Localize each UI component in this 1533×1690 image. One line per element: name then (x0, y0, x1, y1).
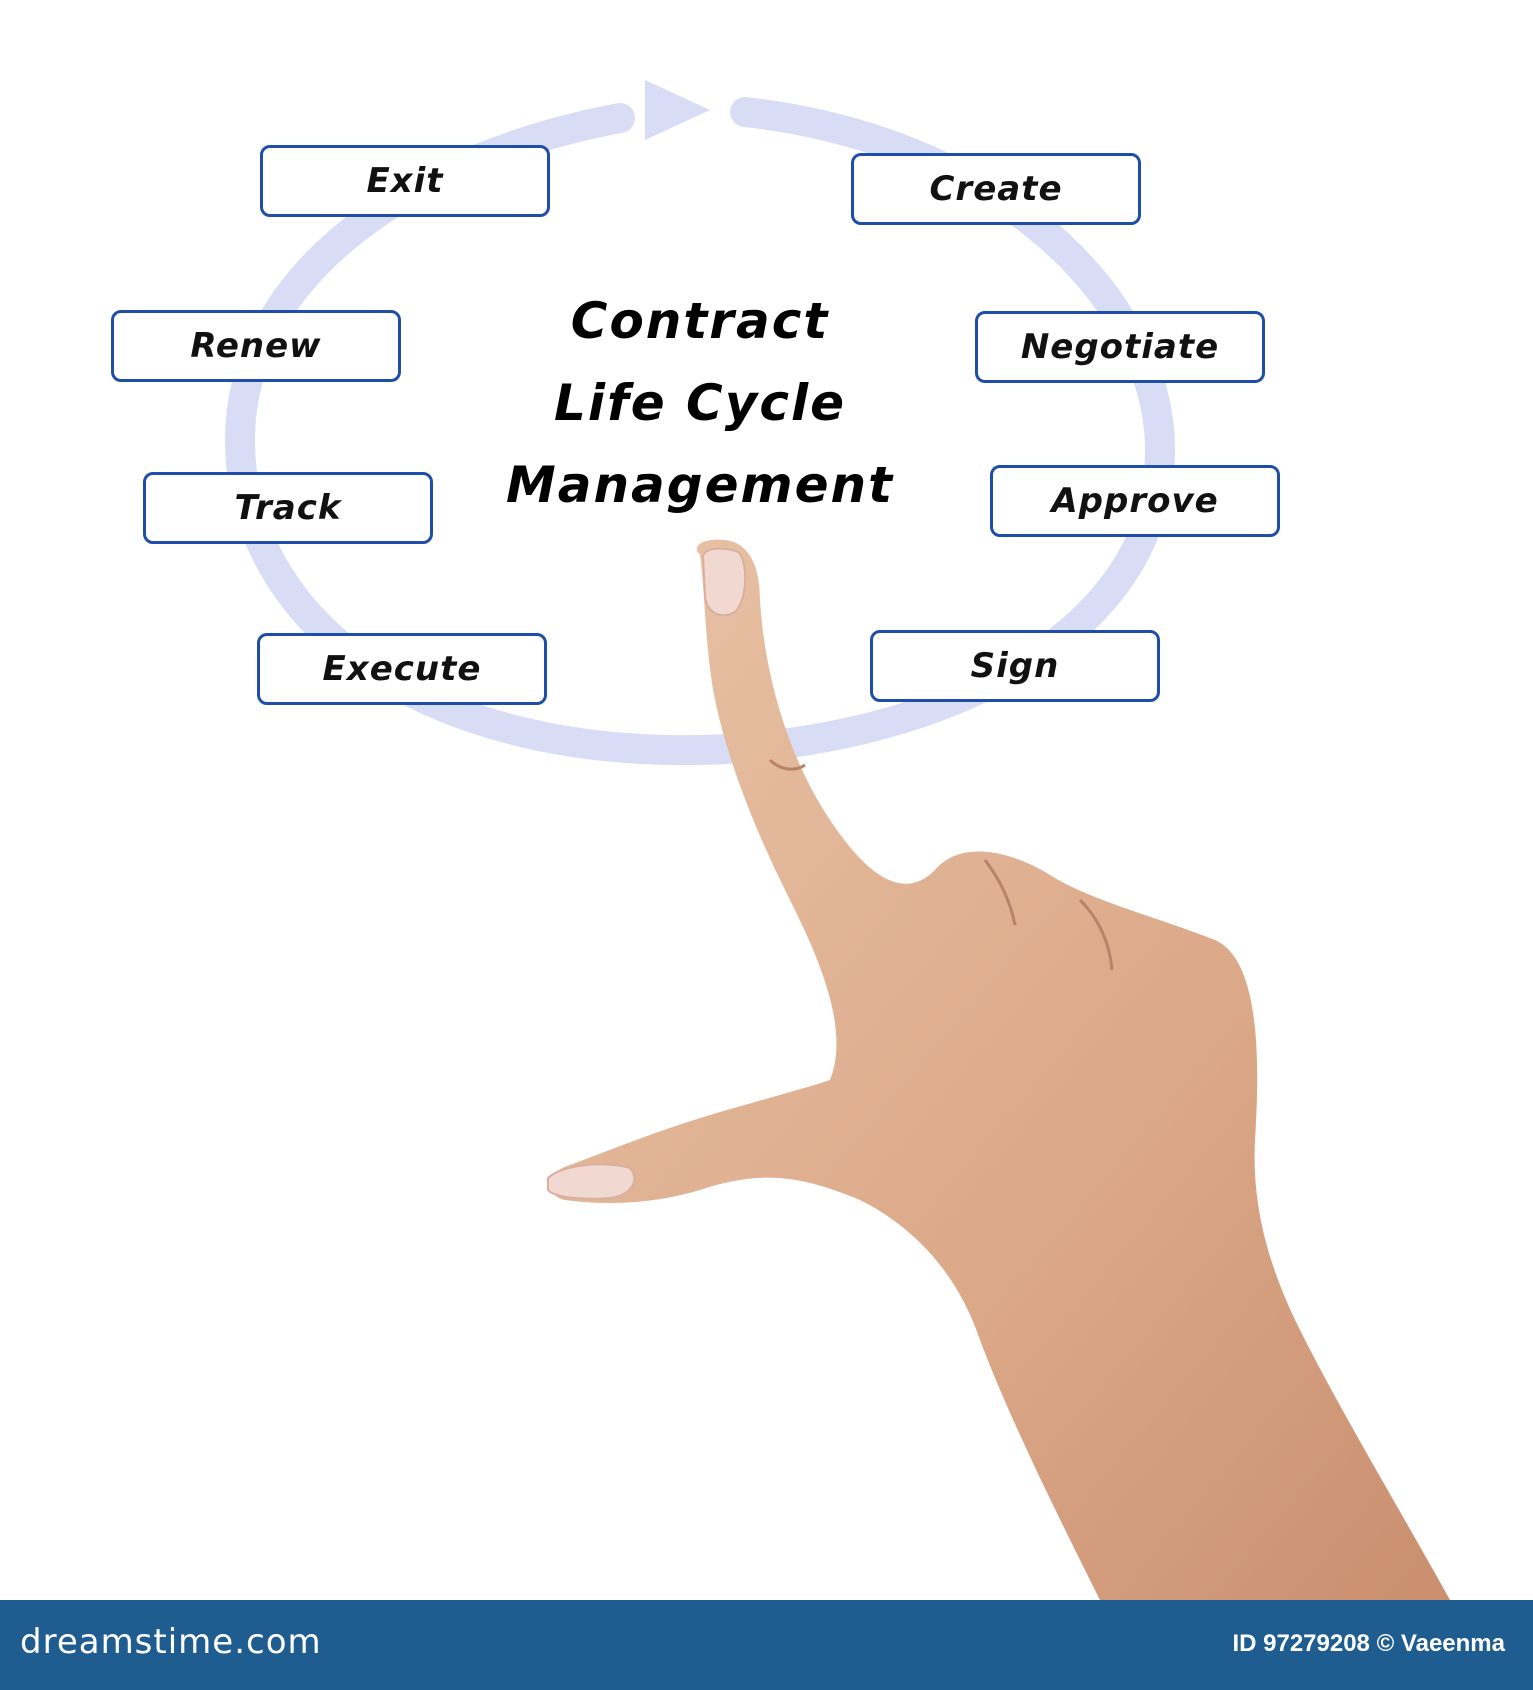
stage-renew-label: Renew (190, 326, 322, 366)
diagram-canvas: Exit Create Renew Negotiate Track Approv… (111, 80, 1450, 1600)
stage-track-label: Track (234, 488, 342, 528)
diagram-title: Contract Life Cycle Management (430, 280, 970, 526)
stage-negotiate-label: Negotiate (1020, 327, 1220, 367)
stage-sign-label: Sign (970, 646, 1060, 686)
footer-bar: dreamstime.com ID 97279208 © Vaeenma (0, 1600, 1533, 1690)
stage-negotiate: Negotiate (975, 311, 1265, 383)
stage-create: Create (851, 153, 1141, 225)
stage-approve-label: Approve (1051, 481, 1219, 521)
stage-exit: Exit (260, 145, 550, 217)
title-line-2: Life Cycle (553, 374, 847, 432)
stage-approve: Approve (990, 465, 1280, 537)
stage-execute-label: Execute (322, 649, 482, 689)
stage-execute: Execute (257, 633, 547, 705)
stage-track: Track (143, 472, 433, 544)
stage-sign: Sign (870, 630, 1160, 702)
title-line-1: Contract (570, 292, 830, 350)
brand-logo-text: dreamstime.com (20, 1622, 322, 1662)
stage-exit-label: Exit (366, 161, 444, 201)
stage-create-label: Create (929, 169, 1063, 209)
title-line-3: Management (505, 456, 895, 514)
image-credit: ID 97279208 © Vaeenma (1232, 1630, 1505, 1657)
pointing-hand-image (547, 539, 1450, 1600)
cycle-arrow (224, 80, 1176, 766)
stage-renew: Renew (111, 310, 401, 382)
